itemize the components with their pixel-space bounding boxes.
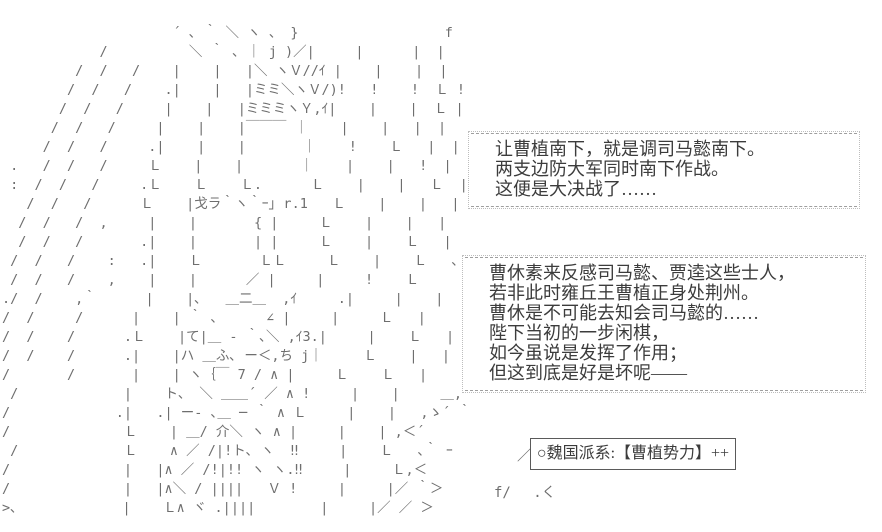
faction-status-text: ○魏国派系:【曹植势力】++: [536, 445, 730, 462]
dialogue-box-2-frame: 曹休素来反感司马懿、贾逵这些士人， 若非此时雍丘王曹植正身处荆州。 曹休是不可能…: [465, 257, 863, 391]
ascii-stray-mark: f/ .く: [494, 485, 556, 501]
ascii-art-character: ´ ､ ｀ ＼ ヽ 、 } f / ＼ ｀ ､ ｜ j )／| | | | / …: [2, 25, 472, 516]
faction-status-box: ○魏国派系:【曹植势力】++: [530, 438, 736, 470]
dialogue-box-1: 让曹植南下，就是调司马懿南下。 两支边防大军同时南下作战。 这便是大决战了……: [468, 131, 860, 209]
dialogue-box-2-text: 曹休素来反感司马懿、贾逵这些士人， 若非此时雍丘王曹植正身处荆州。 曹休是不可能…: [489, 263, 795, 383]
dialogue-box-1-frame: 让曹植南下，就是调司马懿南下。 两支边防大军同时南下作战。 这便是大决战了……: [471, 133, 857, 207]
dialogue-box-1-text: 让曹植南下，就是调司马懿南下。 两支边防大军同时南下作战。 这便是大决战了……: [495, 139, 765, 199]
ascii-slash-mark: ／: [517, 446, 533, 464]
dialogue-box-2: 曹休素来反感司马懿、贾逵这些士人， 若非此时雍丘王曹植正身处荆州。 曹休是不可能…: [462, 255, 866, 393]
